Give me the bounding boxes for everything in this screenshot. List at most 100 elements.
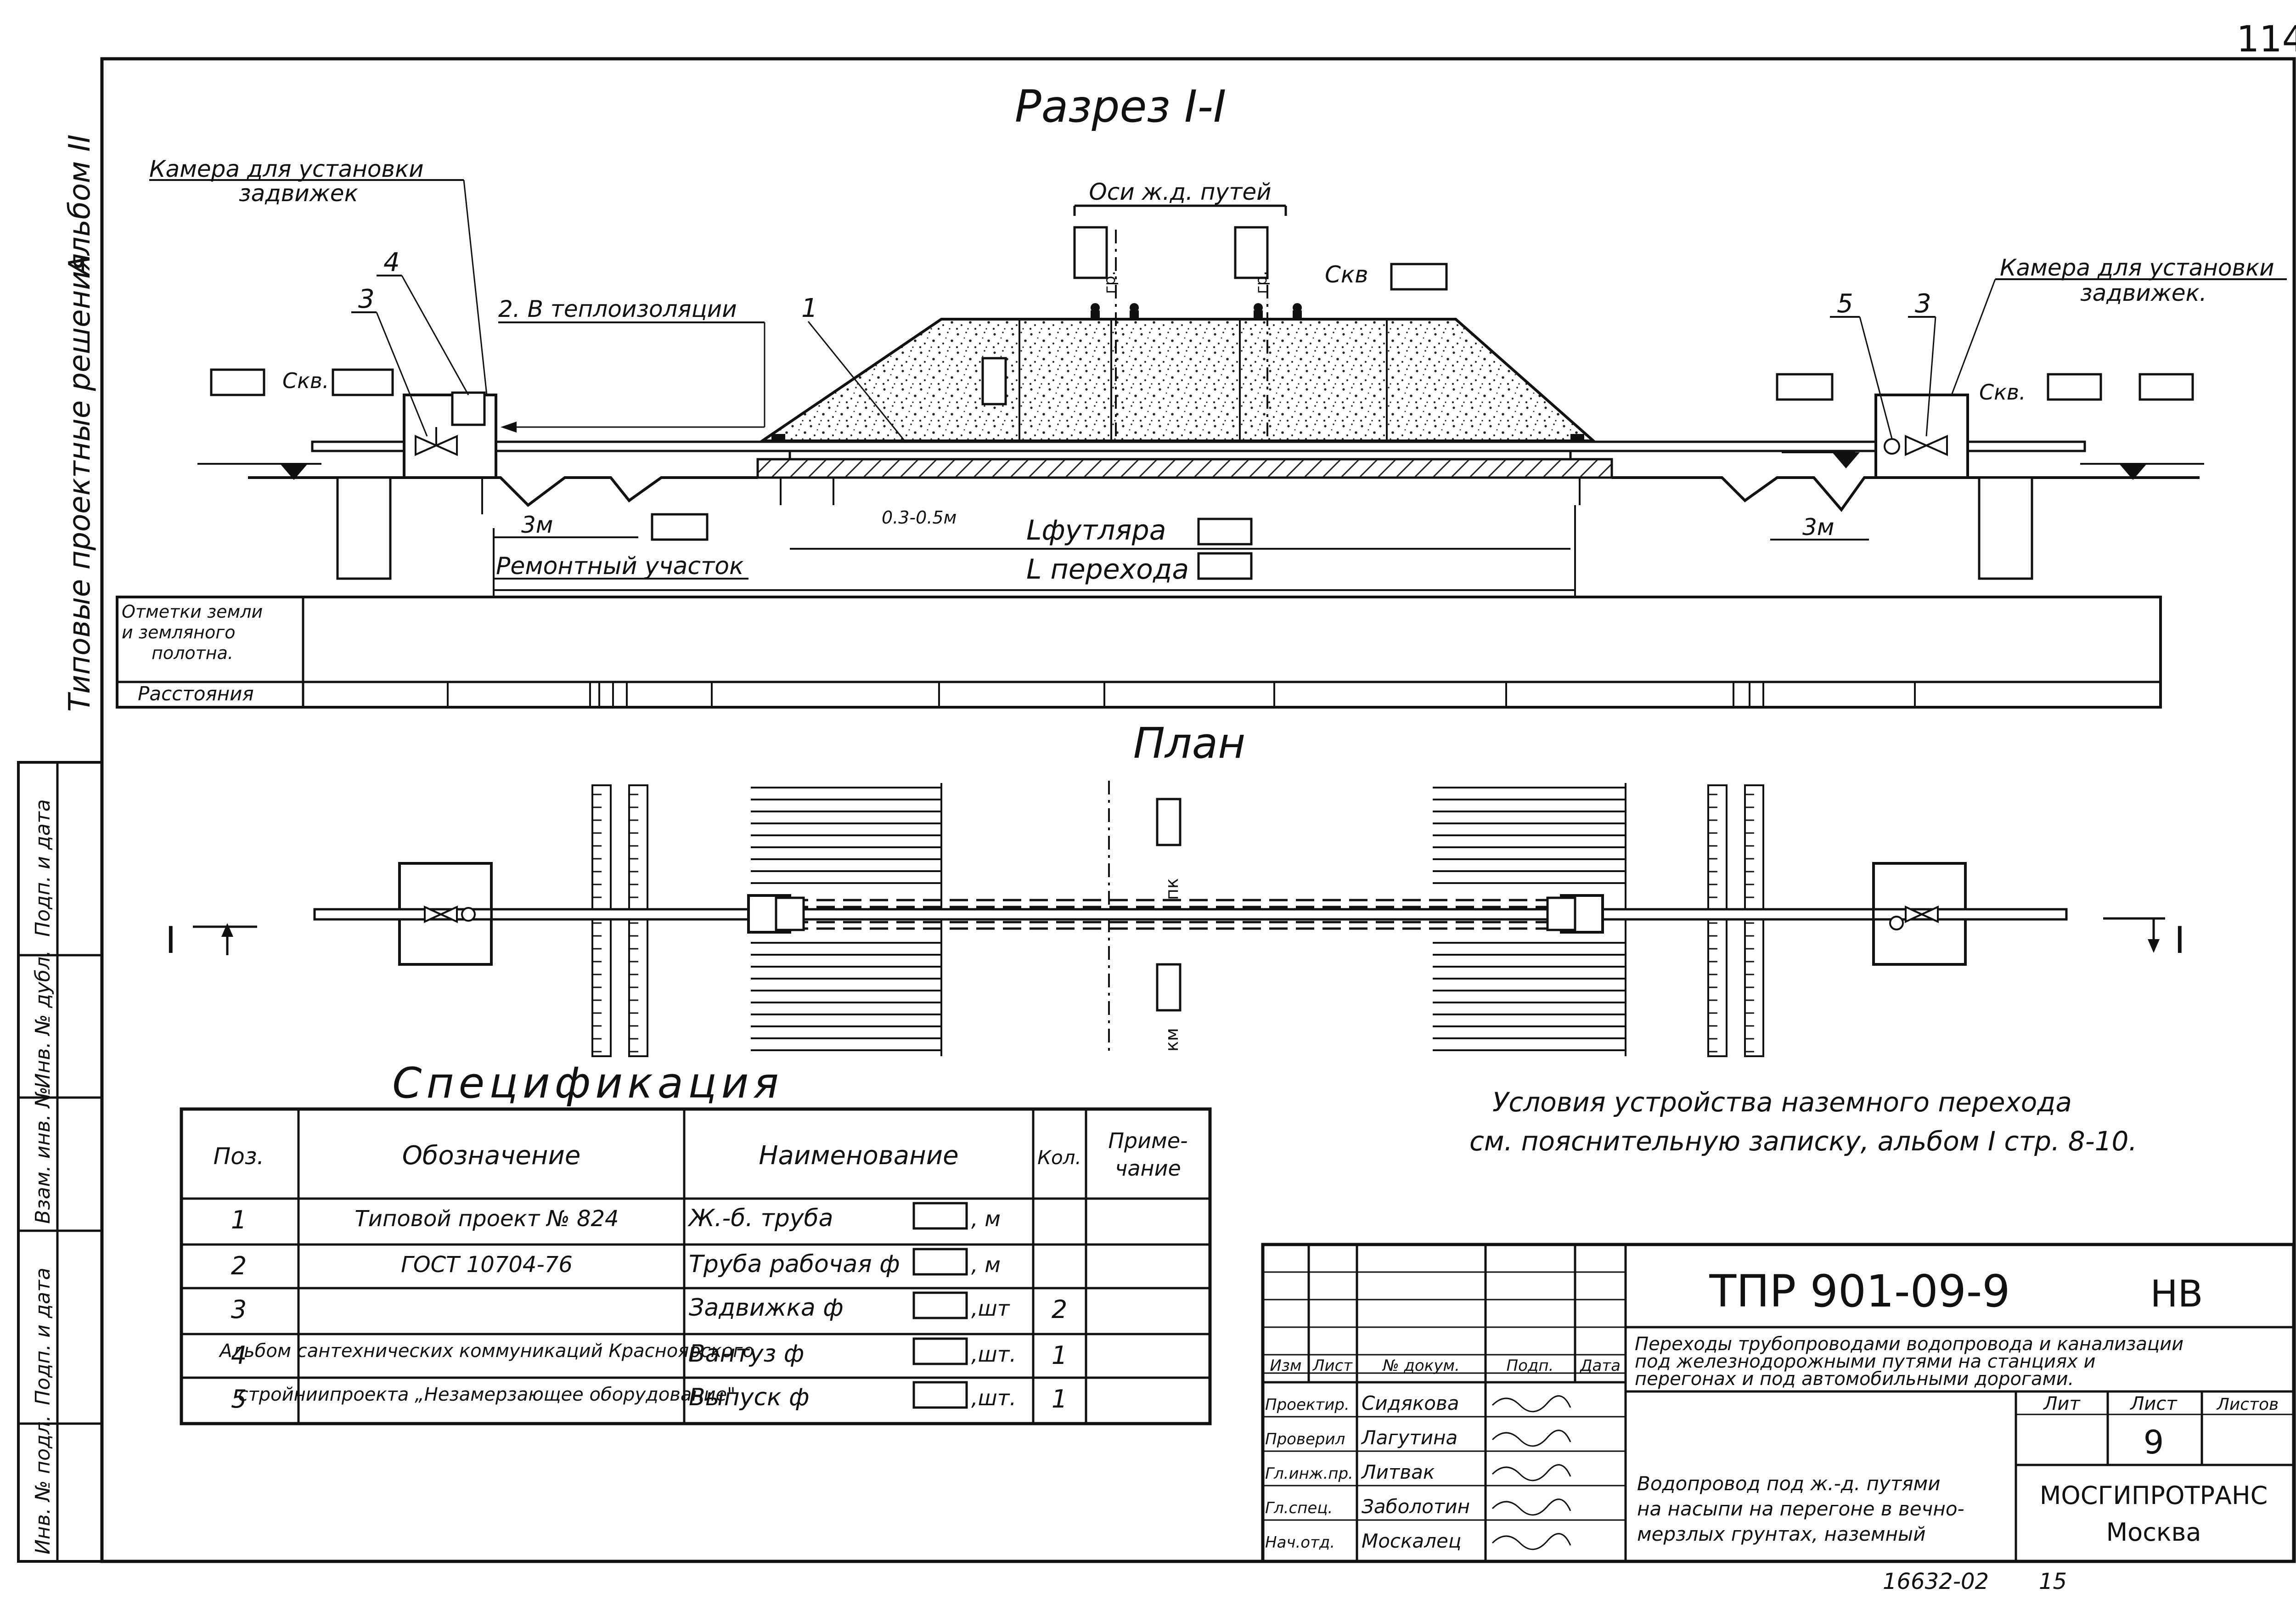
title-block: ТПР 901-09-9 НВ Переходы трубопроводами … xyxy=(1261,1243,2296,1563)
case-length-label: Lфутляра xyxy=(1026,514,1166,546)
embankment xyxy=(758,318,1597,442)
spec-header-designation: Обозначение xyxy=(402,1141,581,1171)
sheet-desc-1: Водопровод под ж.-д. путями xyxy=(1637,1472,1941,1495)
profile-table xyxy=(116,596,2162,709)
spec-row-unit: ,шт xyxy=(971,1296,1010,1321)
stamp-field-5: Инв. № подл. xyxy=(31,1415,55,1554)
position-label-3-right: 3 xyxy=(1915,289,1931,319)
crossing-length-label: L перехода xyxy=(1026,553,1189,586)
profile-row-1-b: и земляного xyxy=(122,622,235,642)
spec-row-pos: 1 xyxy=(231,1205,247,1234)
col-date: Дата xyxy=(1579,1357,1621,1375)
stamp-field-4: Подп. и дата xyxy=(31,1267,55,1405)
col-doc: № докум. xyxy=(1382,1357,1460,1375)
axes-label: Оси ж.д. путей xyxy=(1089,179,1271,205)
depth-label: 0.3-0.5м xyxy=(882,507,957,528)
signatory-name: Лагутина xyxy=(1361,1426,1458,1449)
dim-3m-left: 3м xyxy=(521,512,553,538)
spec-row-name: Вантуз ф xyxy=(689,1340,804,1368)
spec-row-qty: 2 xyxy=(1052,1295,1067,1324)
project-topic-1: Переходы трубопроводами водопровода и ка… xyxy=(1635,1334,2183,1355)
spec-row-qty: 1 xyxy=(1052,1385,1067,1414)
ground-label-1: гр. xyxy=(1101,271,1119,294)
signatory-name: Заболотин xyxy=(1362,1495,1470,1518)
signatory-role: Гл.спец. xyxy=(1265,1499,1333,1517)
spec-row-unit: , м xyxy=(971,1252,1001,1277)
lit-label: Лит xyxy=(2043,1393,2081,1414)
page-number: 114 xyxy=(2237,19,2296,60)
spec-row-qty: 1 xyxy=(1052,1341,1067,1370)
spec-row-unit: , м xyxy=(971,1206,1001,1231)
col-izm: Изм xyxy=(1270,1357,1301,1375)
archive-page: 15 xyxy=(2039,1569,2067,1594)
sheet-label: Лист xyxy=(2129,1393,2178,1414)
stamp-field-1: Подп. и дата xyxy=(31,799,55,937)
spec-row-designation: Альбом сантехнических коммуникаций Красн… xyxy=(218,1340,754,1362)
project-mark: НВ xyxy=(2150,1273,2203,1315)
spec-row-pos: 4 xyxy=(231,1341,247,1370)
sheet-desc-2: на насыпи на перегоне в вечно- xyxy=(1637,1498,1964,1520)
drawing-frame xyxy=(17,57,2296,1563)
org-name: МОСГИПРОТРАНС xyxy=(2040,1481,2268,1510)
insulation-label: 2. В теплоизоляции xyxy=(498,296,737,322)
repair-section-label: Ремонтный участок xyxy=(496,552,744,580)
position-label-3-left: 3 xyxy=(358,284,375,314)
album-label: Альбом II xyxy=(63,135,97,277)
chamber-right-label: Камера для установки xyxy=(2000,254,2274,281)
project-topic-3: перегонах и под автомобильными дорогами. xyxy=(1635,1368,2074,1390)
signatory-role: Нач.отд. xyxy=(1265,1533,1335,1552)
spec-row-name: Ж.-б. труба xyxy=(687,1205,833,1232)
signatory-role: Проверил xyxy=(1265,1430,1345,1448)
sheets-label: Листов xyxy=(2216,1395,2279,1414)
spec-row-pos: 2 xyxy=(231,1251,247,1280)
spec-row-designation: ГОСТ 10704-76 xyxy=(401,1252,573,1278)
project-code: ТПР 901-09-9 xyxy=(1709,1266,2010,1317)
position-label-4: 4 xyxy=(383,248,400,277)
dim-3m-right: 3м xyxy=(1802,514,1835,541)
spec-row-pos: 3 xyxy=(231,1295,247,1324)
working-pipe xyxy=(311,440,2086,452)
spec-row-name: Задвижка ф xyxy=(689,1294,844,1322)
position-label-5: 5 xyxy=(1837,289,1853,319)
stamp-field-3: Взам. инв. № xyxy=(31,1087,55,1224)
sheet-number: 9 xyxy=(2144,1424,2164,1461)
signatory-name: Москалец xyxy=(1362,1530,1461,1552)
note-line-1: Условия устройства наземного перехода xyxy=(1492,1087,2072,1118)
signatory-name: Литвак xyxy=(1361,1461,1435,1483)
profile-row-1-c: полотна. xyxy=(152,643,233,663)
org-city: Москва xyxy=(2106,1518,2201,1547)
stamp-field-2: Инв. № дубл. xyxy=(31,950,55,1088)
spec-title: Спецификация xyxy=(392,1059,783,1108)
signatory-role: Проектир. xyxy=(1265,1396,1350,1414)
borehole-top-label: Скв xyxy=(1325,261,1368,288)
ground-label-2: гр. xyxy=(1252,271,1271,294)
spec-row-unit: ,шт. xyxy=(971,1385,1016,1410)
spec-header-note-2: чание xyxy=(1115,1156,1181,1181)
spec-row-name: Выпуск ф xyxy=(689,1384,810,1411)
profile-row-2: Расстояния xyxy=(138,682,254,705)
plan-title: План xyxy=(1133,719,1246,768)
archive-number: 16632-02 xyxy=(1883,1569,1989,1594)
borehole-label-right: Скв. xyxy=(1979,380,2026,405)
col-sign: Подп. xyxy=(1507,1357,1554,1375)
spec-header-note: Приме- xyxy=(1108,1128,1187,1153)
position-label-1: 1 xyxy=(801,293,818,323)
spec-row-designation: стройниипроекта „Незамерзающее оборудова… xyxy=(238,1384,735,1405)
chamber-left-label-2: задвижек xyxy=(239,180,358,207)
spec-row-pos: 5 xyxy=(231,1385,247,1414)
spec-header-qty: Кол. xyxy=(1037,1146,1081,1169)
section-marker-right: I xyxy=(2174,919,2185,962)
specification-table: Спецификация Поз. Обозначение Наименован… xyxy=(180,1059,1212,1425)
spec-row-unit: ,шт. xyxy=(971,1342,1016,1367)
plan-view: План пк км xyxy=(165,719,2185,1057)
spec-header-pos: Поз. xyxy=(214,1143,264,1170)
signatory-name: Сидякова xyxy=(1362,1392,1459,1414)
chamber-left-label: Камера для установки xyxy=(149,156,424,182)
section-title: Разрез I-I xyxy=(1015,81,1227,132)
spec-row-name: Труба рабочая ф xyxy=(689,1250,900,1278)
chamber-right-label-2: задвижек. xyxy=(2080,280,2207,306)
col-list: Лист xyxy=(1312,1357,1353,1375)
sheet-desc-3: мерзлых грунтах, наземный xyxy=(1637,1523,1926,1545)
project-topic-2: под железнодорожными путями на станциях … xyxy=(1635,1351,2095,1372)
